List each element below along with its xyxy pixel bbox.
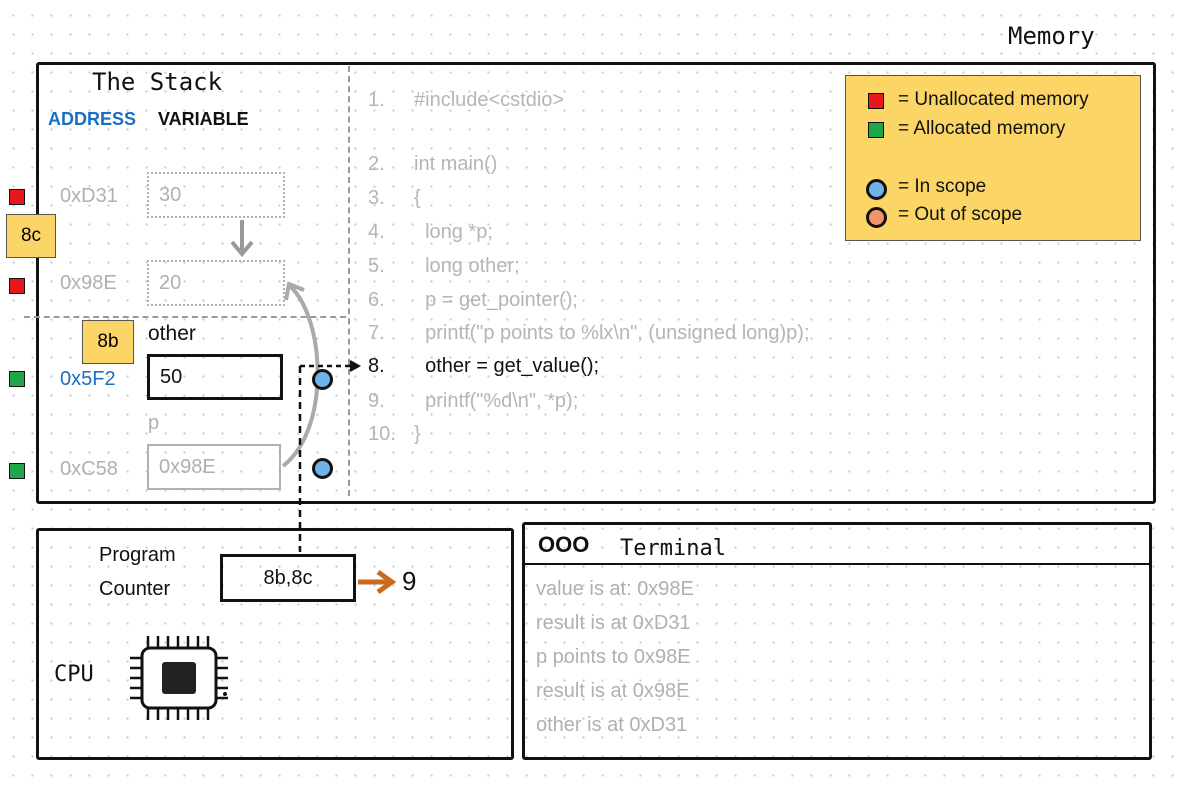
variable-column-header: VARIABLE xyxy=(158,109,249,129)
code-line-active: 8. other = get_value(); xyxy=(368,355,600,377)
program-counter-value: 8b,8c xyxy=(263,566,313,589)
frame-divider xyxy=(24,316,346,318)
stack-address: 0xC58 xyxy=(60,458,118,480)
code-line: 10.} xyxy=(368,423,421,445)
terminal-line: p points to 0x98E xyxy=(536,646,691,668)
next-line-value: 9 xyxy=(402,566,417,596)
terminal-line: value is at: 0x98E xyxy=(536,578,694,600)
unallocated-marker xyxy=(9,278,25,294)
legend-note xyxy=(845,75,1141,241)
copy-arrow-head xyxy=(230,240,254,258)
next-arrow-head xyxy=(376,569,397,595)
stack-value-box: 0x98E xyxy=(147,444,281,490)
code-line: 4. long *p; xyxy=(368,221,493,243)
program-counter-label: Counter xyxy=(99,578,171,600)
stack-value: 20 xyxy=(159,271,182,294)
terminal-title: Terminal xyxy=(620,536,726,561)
frame-label-sticky: 8b xyxy=(82,320,134,364)
pc-link-head xyxy=(349,360,362,372)
terminal-panel xyxy=(522,522,1152,760)
terminal-line: other is at 0xD31 xyxy=(536,714,688,736)
program-counter-label: Program xyxy=(99,544,176,566)
program-counter-box: 8b,8c xyxy=(220,554,356,602)
in-scope-legend-dot xyxy=(866,179,887,200)
code-line: 9. printf("%d\n", *p); xyxy=(368,390,579,412)
legend-unallocated: = Unallocated memory xyxy=(898,89,1089,110)
code-line: 6. p = get_pointer(); xyxy=(368,289,578,311)
unallocated-legend-swatch xyxy=(868,93,884,109)
memory-title: Memory xyxy=(1008,22,1095,50)
stack-code-divider xyxy=(348,66,350,496)
stack-value: 30 xyxy=(159,183,182,206)
code-line: 3.{ xyxy=(368,187,421,209)
stack-address: 0x98E xyxy=(60,272,117,294)
in-scope-dot xyxy=(312,458,333,479)
allocated-marker xyxy=(9,371,25,387)
variable-name: other xyxy=(148,322,196,345)
code-line: 7. printf("p points to %lx\n", (unsigned… xyxy=(368,322,810,344)
cpu-chip-icon xyxy=(130,636,228,720)
allocated-marker xyxy=(9,463,25,479)
stack-value: 50 xyxy=(160,365,183,388)
code-line: 5. long other; xyxy=(368,255,520,277)
frame-label-sticky: 8c xyxy=(6,214,56,258)
memory-panel xyxy=(36,62,1156,504)
stack-value-box: 50 xyxy=(147,354,283,400)
code-line: 2.int main() xyxy=(368,153,498,175)
stack-value-box: 30 xyxy=(147,172,285,218)
out-of-scope-legend-dot xyxy=(866,207,887,228)
legend-allocated: = Allocated memory xyxy=(898,118,1066,139)
allocated-legend-swatch xyxy=(868,122,884,138)
terminal-title-divider xyxy=(522,563,1152,565)
stack-value: 0x98E xyxy=(159,455,216,478)
code-line: 1.#include<cstdio> xyxy=(368,89,565,111)
terminal-window-controls: OOO xyxy=(538,532,590,557)
legend-in-scope: = In scope xyxy=(898,176,987,197)
stack-address: 0x5F2 xyxy=(60,368,116,390)
stack-address: 0xD31 xyxy=(60,185,118,207)
in-scope-dot xyxy=(312,369,333,390)
legend-out-of-scope: = Out of scope xyxy=(898,204,1023,225)
variable-name: p xyxy=(148,412,160,434)
cpu-label: CPU xyxy=(54,662,94,687)
unallocated-marker xyxy=(9,189,25,205)
pointer-curve-head xyxy=(284,281,305,301)
stack-title: The Stack xyxy=(92,68,223,96)
terminal-line: result is at 0xD31 xyxy=(536,612,691,634)
terminal-line: result is at 0x98E xyxy=(536,680,690,702)
cpu-panel xyxy=(36,528,514,760)
address-column-header: ADDRESS xyxy=(48,109,137,129)
stack-value-box: 20 xyxy=(147,260,285,306)
